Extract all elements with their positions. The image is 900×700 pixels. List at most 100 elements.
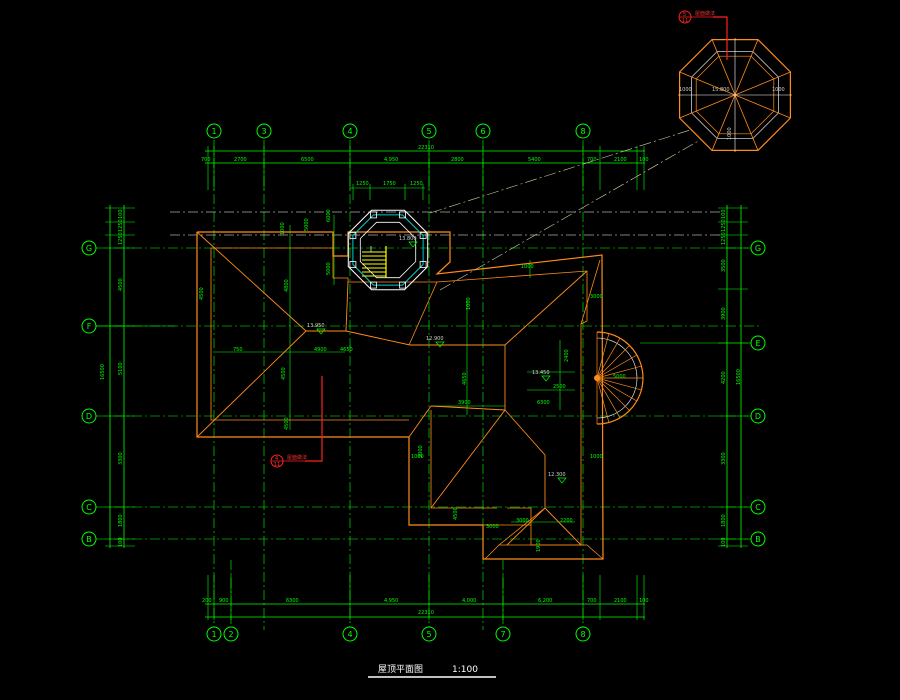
- axis-bubble-bottom: [223, 626, 239, 642]
- dimension-left-value: 1800: [118, 514, 124, 527]
- interior-dimension-value: 6300: [537, 400, 550, 406]
- axis-bubble-left: [81, 531, 97, 547]
- axis-bubble-top-label: 4: [347, 127, 352, 136]
- axis-bubble-left-label: C: [86, 503, 92, 512]
- bay-rib: [596, 354, 638, 379]
- drawing-title-block: 屋顶平面图 1:100: [368, 664, 496, 678]
- tower-octagon-inner: [359, 221, 417, 279]
- interior-dimension-value: 3000: [516, 518, 529, 524]
- tower-column: [370, 211, 377, 219]
- axis-bubble-top-label: 3: [261, 127, 266, 136]
- axis-bubble-right: [750, 499, 766, 515]
- axis-bubble-left-label: F: [87, 322, 92, 331]
- axis-bubble-right-label: E: [755, 339, 760, 348]
- section-mark-plan-top: 4: [275, 456, 278, 462]
- axis-bubble-left: [81, 499, 97, 515]
- section-mark-plan-bottom: 11: [274, 462, 280, 468]
- interior-dimension-value: 3900: [458, 400, 471, 406]
- roof-hip-line: [196, 231, 307, 332]
- interior-dimension-value: 750: [233, 347, 243, 353]
- axis-bubble-bottom: [495, 626, 511, 642]
- axis-bubble-right: [750, 335, 766, 351]
- roof-hip-line: [504, 409, 546, 456]
- section-mark-plan-label: 屋面做法: [287, 454, 307, 461]
- dimension-total-right: 16500: [736, 369, 742, 385]
- bay-rib: [596, 377, 630, 411]
- axis-bubble-bottom-label: 7: [500, 630, 505, 639]
- roof-valley-line: [430, 410, 497, 509]
- bay-apex: [594, 375, 600, 381]
- interior-dimension-value: 4900: [314, 347, 327, 353]
- dimension-bottom-value: 700: [587, 598, 597, 604]
- stair-tower: [347, 209, 429, 291]
- dimension-top-value: 100: [639, 157, 649, 163]
- elevation-triangle: [557, 477, 567, 484]
- tower-octagon-outer: [347, 209, 429, 291]
- dimension-top-value: 700: [201, 157, 211, 163]
- bay-rib: [596, 333, 610, 379]
- interior-dimension-value: 4500: [199, 287, 205, 300]
- dimension-right-value: 100: [721, 209, 727, 219]
- detail-dim-left: 1000: [679, 87, 692, 93]
- interior-dimension-value: 1000: [521, 264, 534, 270]
- axis-bubble-bottom: [342, 626, 358, 642]
- elevation-triangle: [408, 241, 418, 248]
- roof-hip-line: [498, 507, 546, 546]
- interior-dimension-value: 1000: [280, 222, 286, 235]
- axis-bubble-left-label: B: [86, 535, 92, 544]
- roof-hip-line: [408, 405, 432, 438]
- section-mark-detail-label: 屋面做法: [695, 10, 715, 17]
- axis-bubble-right: [750, 531, 766, 547]
- interior-dimension-value: 5000: [304, 218, 310, 231]
- tower-column: [399, 211, 406, 219]
- roof-hip-line: [345, 281, 349, 332]
- detail-hip-line: [734, 71, 791, 96]
- interior-dimension-value: 5000: [326, 262, 332, 275]
- detail-leader-line: [429, 129, 691, 214]
- dimension-bottom-value: 6300: [286, 598, 299, 604]
- axis-bubble-right-label: C: [755, 503, 761, 512]
- axis-bubble-bottom-label: 5: [426, 630, 431, 639]
- dimension-left-value: 100: [118, 209, 124, 219]
- interior-dimension-value: 1000: [590, 454, 603, 460]
- roof-hip-line: [430, 409, 506, 509]
- bay-rib: [596, 377, 642, 391]
- axis-bubble-bottom: [421, 626, 437, 642]
- tower-column: [349, 261, 357, 268]
- dimension-right-value: 1250: [721, 219, 727, 232]
- roof-hip-line: [408, 281, 438, 346]
- interior-dimension-value: 6000: [326, 209, 332, 222]
- interior-dimension-value: 5000: [613, 374, 626, 380]
- elevation-triangle: [435, 341, 445, 348]
- axis-bubble-right-label: B: [755, 535, 761, 544]
- dimension-bottom-value: 6,200: [538, 598, 552, 604]
- dimension-lines: [105, 146, 748, 620]
- detail-hip-line: [711, 39, 736, 96]
- detail-dim-right: 1000: [772, 87, 785, 93]
- axis-bubble-bottom-label: 2: [228, 630, 233, 639]
- interior-dimension-value: 2200: [560, 518, 573, 524]
- axis-bubble-top: [421, 123, 437, 139]
- detail-hip-line: [734, 94, 759, 151]
- dimension-top-value: 5400: [528, 157, 541, 163]
- dimension-right-value: 1250: [721, 232, 727, 245]
- section-mark-detail-top: 5: [683, 12, 686, 18]
- dimension-bottom-value: 4,000: [462, 598, 476, 604]
- elevation-value: 13.800: [399, 236, 417, 242]
- dimension-left-value: 4500: [118, 278, 124, 291]
- roof-eave-inner: [210, 248, 409, 421]
- tower-column: [419, 261, 427, 268]
- dimension-top-value: 700: [587, 157, 597, 163]
- tower-column: [349, 232, 357, 239]
- interior-dimension-value: 4650: [462, 372, 468, 385]
- bay-rib: [596, 345, 630, 379]
- interior-dimension-value: 4500: [453, 507, 459, 520]
- axis-bubble-top: [206, 123, 222, 139]
- interior-dimension-value: 2500: [553, 384, 566, 390]
- roof-outline-inner: [211, 247, 588, 546]
- axis-bubble-bottom: [206, 626, 222, 642]
- detail-dim-bottom: 1000: [727, 127, 733, 140]
